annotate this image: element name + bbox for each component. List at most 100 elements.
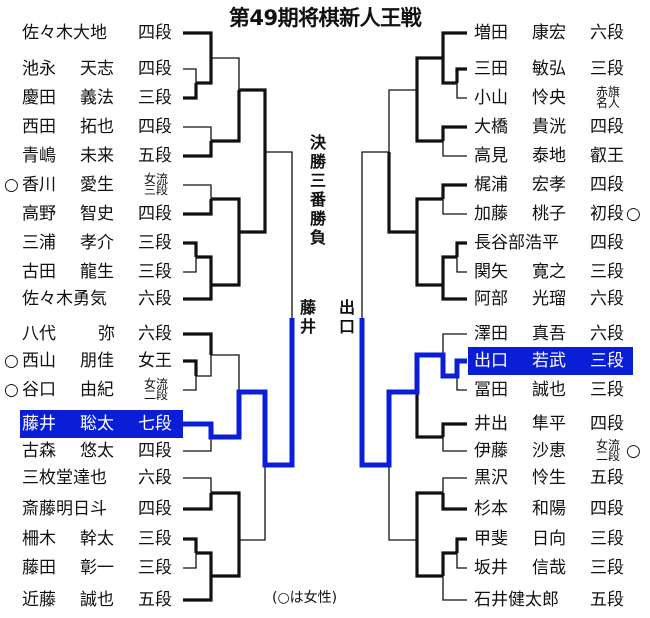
player-rank: 七段: [138, 414, 172, 434]
bracket-line: [455, 241, 467, 257]
player-family-name: 坂井: [474, 558, 508, 578]
player-rank: 三段: [590, 558, 624, 578]
player-given-name: 寛之: [532, 262, 566, 282]
player-row: 高野智史四段: [0, 200, 183, 228]
bracket-line: [183, 537, 198, 553]
bracket-line: [455, 537, 467, 553]
player-rank: 五段: [138, 146, 172, 166]
player-given-name: 悠太: [80, 441, 114, 461]
finalist-left-label: 藤井: [299, 298, 316, 336]
bracket-line: [415, 197, 443, 232]
player-family-name: 八代: [22, 324, 56, 344]
bracket-line: [183, 285, 213, 301]
bracket-line: [183, 332, 213, 355]
player-given-name: 愛生: [80, 175, 114, 195]
player-family-name: 小山: [474, 88, 508, 108]
player-rank: 女王: [138, 351, 172, 371]
player-rank: 四段: [138, 499, 172, 519]
player-family-name: 谷口: [22, 380, 56, 400]
bracket-line: [415, 232, 443, 287]
bracket-line: [265, 151, 293, 318]
bracket-line: [183, 184, 212, 199]
player-row: ○伊藤沙恵女流 二段: [468, 437, 650, 465]
player-given-name: 信哉: [532, 558, 566, 578]
player-rank: 三段: [138, 233, 172, 253]
bracket-line: [211, 491, 241, 540]
player-family-name: 甲斐: [474, 529, 508, 549]
player-given-name: 義法: [80, 88, 114, 108]
bracket-line: [456, 553, 467, 569]
player-row: 杉本和陽四段: [468, 495, 650, 523]
player-row: 近藤誠也五段: [0, 586, 183, 614]
player-family-name: 三枚堂達也: [22, 468, 107, 488]
player-given-name: 朋佳: [80, 351, 114, 371]
female-marker: ○: [626, 441, 641, 461]
player-row: 池永天志四段: [0, 55, 183, 83]
player-given-name: 智史: [80, 204, 114, 224]
player-given-name: 拓也: [80, 117, 114, 137]
player-rank: 四段: [138, 117, 172, 137]
legend-note: (○は女性): [272, 590, 338, 606]
bracket-line: [456, 83, 467, 99]
player-family-name: 近藤: [22, 590, 56, 610]
player-given-name: 康宏: [532, 23, 566, 43]
player-row: 古森悠太四段: [0, 437, 183, 465]
player-row: ○香川愛生女流 三段: [0, 171, 183, 199]
bracket-line: [441, 31, 467, 58]
player-family-name: 井出: [474, 414, 508, 434]
player-rank: 三段: [590, 262, 624, 282]
player-row: 黒沢怜生五段: [468, 464, 650, 492]
player-row: 八代弥六段: [0, 320, 183, 348]
player-family-name: 池永: [22, 59, 56, 79]
bracket-line: [183, 68, 197, 83]
player-rank: 六段: [590, 289, 624, 309]
player-rank: 四段: [138, 441, 172, 461]
player-family-name: 阿部: [474, 289, 508, 309]
player-family-name: 柵木: [22, 529, 56, 549]
player-rank: 四段: [590, 175, 624, 195]
bracket-line: [211, 57, 240, 90]
bracket-line: [415, 540, 443, 578]
player-given-name: 幹太: [80, 529, 114, 549]
player-row: ○加藤桃子初段: [468, 200, 650, 228]
player-given-name: 若武: [532, 351, 566, 371]
player-rank: 五段: [138, 590, 172, 610]
player-row: 高見泰地叡王: [468, 142, 650, 170]
player-given-name: 怜央: [532, 88, 566, 108]
bracket-line: [239, 465, 266, 541]
bracket-line: [211, 90, 241, 143]
player-row: 佐々木勇気六段: [0, 285, 183, 313]
player-rank: 六段: [138, 324, 172, 344]
player-row: 阿部 光瑠 六段: [468, 285, 650, 313]
player-row: 柵木幹太三段: [0, 525, 183, 553]
player-family-name: 藤田: [22, 558, 56, 578]
player-given-name: 隼平: [532, 414, 566, 434]
player-given-name: 由紀: [80, 380, 114, 400]
female-marker: ○: [4, 380, 19, 400]
player-row: 小山怜央赤旗 名人: [468, 84, 650, 112]
player-family-name: 佐々木勇気: [22, 289, 107, 309]
player-given-name: 未来: [80, 146, 114, 166]
player-given-name: 貴洸: [532, 117, 566, 137]
bracket-line: [441, 183, 467, 199]
finalist-right-label: 出口: [338, 298, 355, 336]
player-row: ○西山朋佳女王: [0, 347, 183, 375]
bracket-line: [442, 333, 467, 355]
player-family-name: 高野: [22, 204, 56, 224]
player-rank: 五段: [590, 468, 624, 488]
bracket-line: [183, 126, 212, 141]
player-given-name: 光瑠: [532, 289, 566, 309]
player-rank: 四段: [590, 233, 624, 253]
player-rank: 三段: [138, 262, 172, 282]
player-family-name: 伊藤: [474, 441, 508, 461]
player-rank: 叡王: [590, 146, 624, 166]
player-rank: 三段: [590, 529, 624, 549]
player-row: 冨田誠也三段: [468, 376, 650, 404]
bracket-line: [456, 257, 467, 273]
player-row: 関矢寛之三段: [468, 258, 650, 286]
player-rank: 初段: [590, 204, 624, 224]
player-given-name: 孝介: [80, 233, 114, 253]
bracket-line: [239, 88, 267, 152]
player-family-name: 佐々木大地: [22, 23, 107, 43]
player-row: 古田龍生三段: [0, 258, 183, 286]
